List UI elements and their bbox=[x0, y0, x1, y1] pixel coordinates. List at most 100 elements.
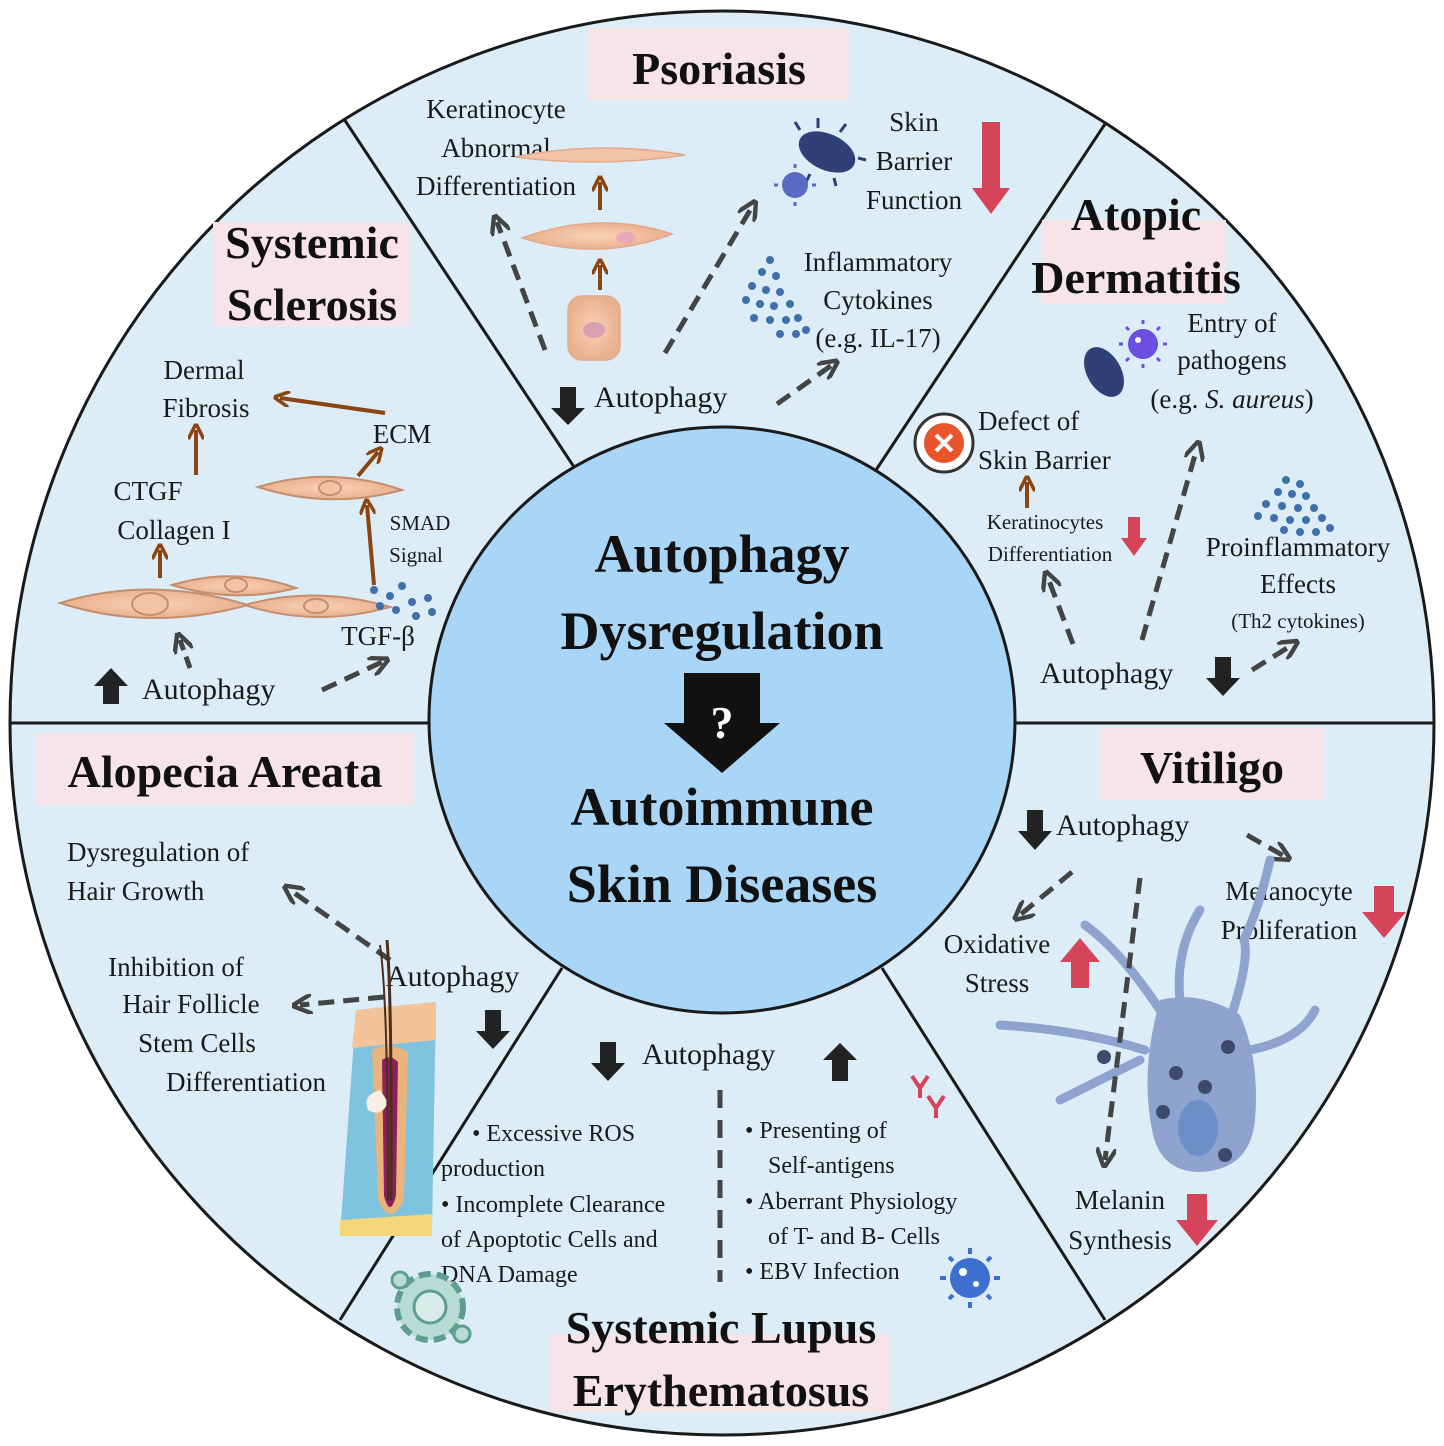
center-panel: Autophagy Dysregulation ? Autoimmune Ski… bbox=[427, 425, 1017, 1015]
alopecia-inhibition-line4: Differentiation bbox=[166, 1067, 326, 1097]
black-up-arrow-sle-icon bbox=[823, 1043, 857, 1081]
atopic-autophagy: Autophagy bbox=[1040, 657, 1173, 690]
ssc-tgf: TGF-β bbox=[341, 621, 415, 651]
center-title-line3: Autoimmune bbox=[570, 777, 873, 837]
atopic-keratinocytes-line2: Differentiation bbox=[988, 542, 1113, 566]
divider-lower-left bbox=[338, 967, 564, 1321]
center-title-line1: Autophagy bbox=[594, 524, 849, 584]
bacteria-spikes-icon bbox=[793, 118, 867, 187]
spindle-cell-icon bbox=[519, 222, 675, 250]
center-question-mark: ? bbox=[711, 697, 734, 748]
psoriasis-barrier-line2: Barrier bbox=[876, 146, 952, 176]
alopecia-title: Alopecia Areata bbox=[68, 746, 383, 797]
psoriasis-cytokines-line3: (e.g. IL-17) bbox=[815, 323, 940, 353]
bacteria-icon bbox=[798, 131, 856, 173]
ssc-title-line1: Systemic bbox=[225, 217, 399, 268]
alopecia-dysregulation-line1: Dysregulation of bbox=[67, 837, 249, 867]
sle-left-item-4: of Apoptotic Cells and bbox=[441, 1227, 658, 1253]
psoriasis-title: Psoriasis bbox=[632, 43, 806, 94]
ssc-title-box bbox=[213, 222, 410, 326]
dashed-arrow-keratinocytes-ad bbox=[1048, 578, 1076, 645]
divider-upper-right bbox=[874, 123, 1107, 471]
melanosome-dots-icon bbox=[1097, 1040, 1235, 1162]
sle-right-item-4: of T- and B- Cells bbox=[768, 1224, 940, 1250]
sle-right-item-1: • Presenting of bbox=[745, 1118, 887, 1144]
psoriasis-barrier-line3: Function bbox=[866, 185, 963, 215]
black-down-arrow-sle-icon bbox=[591, 1042, 625, 1081]
vitiligo-title: Vitiligo bbox=[1140, 742, 1284, 793]
sle-left-item-2: production bbox=[441, 1156, 545, 1182]
red-down-arrow-icon bbox=[972, 122, 1010, 214]
alopecia-dysregulation-line2: Hair Growth bbox=[67, 876, 205, 906]
vitiligo-melanin-line2: Synthesis bbox=[1068, 1225, 1172, 1255]
fibroblast-top-nucleus-icon bbox=[318, 480, 342, 496]
red-up-arrow-vitiligo-icon bbox=[1060, 938, 1100, 988]
sle-sector: Autophagy • Excessive ROS production • I… bbox=[390, 1038, 1000, 1416]
sle-right-item-3: • Aberrant Physiology bbox=[745, 1189, 957, 1215]
atopic-title-line1: Atopic bbox=[1071, 189, 1201, 240]
alopecia-title-box bbox=[36, 733, 414, 805]
dashed-arrow-fibroblasts bbox=[180, 640, 190, 669]
apoptotic-cell-icon bbox=[390, 1270, 472, 1344]
dashed-arrow-tgf bbox=[320, 662, 382, 693]
dashed-arrow-oxidative bbox=[1020, 870, 1074, 915]
dashed-arrow-keratinocyte bbox=[497, 222, 548, 351]
divider-upper-left bbox=[342, 118, 578, 471]
melanocyte-icon bbox=[995, 855, 1320, 1105]
ssc-ctgf-line1: CTGF bbox=[113, 476, 182, 506]
black-down-arrow-atopic-icon bbox=[1206, 657, 1240, 696]
center-title-line2: Dysregulation bbox=[560, 601, 883, 661]
atopic-title-box bbox=[1042, 220, 1226, 304]
atopic-entry-line1: Entry of bbox=[1187, 308, 1276, 338]
virus-small-spikes-icon bbox=[774, 164, 816, 206]
sle-left-item-1: • Excessive ROS bbox=[472, 1121, 635, 1147]
psoriasis-keratinocyte-line3: Differentiation bbox=[416, 171, 576, 201]
fibroblast-cluster-icon bbox=[56, 575, 394, 619]
ssc-dermal-line2: Fibrosis bbox=[162, 393, 249, 423]
atopic-entry-line2: pathogens bbox=[1177, 345, 1286, 375]
sle-title-box bbox=[550, 1334, 890, 1412]
red-down-arrow-atopic-icon bbox=[1121, 517, 1147, 556]
brown-arrow-ecm-to-fibrosis bbox=[280, 398, 386, 415]
alopecia-inhibition-line3: Stem Cells bbox=[138, 1028, 256, 1058]
virus-purple-dot-icon bbox=[1135, 337, 1141, 343]
vitiligo-autophagy: Autophagy bbox=[1056, 809, 1189, 842]
sle-autophagy: Autophagy bbox=[642, 1038, 775, 1071]
atopic-proinflammatory-line1: Proinflammatory bbox=[1206, 532, 1391, 562]
atopic-defect-line1: Defect of bbox=[978, 406, 1079, 436]
ssc-dermal-line1: Dermal bbox=[164, 355, 245, 385]
th2-cytokine-dots-icon bbox=[1254, 476, 1334, 536]
divider-lower-right bbox=[880, 967, 1107, 1321]
hair-follicle-icon bbox=[340, 939, 436, 1236]
dashed-arrow-barrier bbox=[662, 207, 752, 355]
psoriasis-cytokines-line1: Inflammatory bbox=[804, 247, 953, 277]
virus-purple-icon bbox=[1128, 329, 1158, 359]
alopecia-inhibition-line1: Inhibition of bbox=[108, 952, 244, 982]
atopic-title-line2: Dermatitis bbox=[1031, 252, 1240, 303]
tgf-dots-icon bbox=[370, 582, 436, 620]
psoriasis-title-box bbox=[588, 28, 850, 100]
vitiligo-melanin-line1: Melanin bbox=[1075, 1185, 1165, 1215]
cytokine-dots-icon bbox=[742, 256, 810, 338]
ssc-autophagy: Autophagy bbox=[142, 673, 275, 706]
psoriasis-sector: Psoriasis Keratinocyte Abnormal Differen… bbox=[416, 28, 1010, 425]
atopic-th2: (Th2 cytokines) bbox=[1231, 609, 1365, 633]
black-up-arrow-ssc-icon bbox=[94, 668, 128, 704]
dashed-arrow-stem-cells bbox=[300, 997, 385, 1005]
ssc-ecm: ECM bbox=[373, 419, 432, 449]
ebv-virus-icon bbox=[940, 1248, 1000, 1308]
dashed-arrow-proinflammatory-ad bbox=[1250, 645, 1292, 673]
barrier-defect-cross-icon bbox=[934, 433, 954, 453]
sle-title-line2: Erythematosus bbox=[573, 1365, 869, 1416]
dashed-arrow-entry-ad bbox=[1139, 448, 1197, 641]
black-down-arrow-icon bbox=[551, 387, 585, 425]
alopecia-inhibition-line2: Hair Follicle bbox=[122, 989, 259, 1019]
atopic-keratinocytes-line1: Keratinocytes bbox=[987, 510, 1104, 534]
sle-right-item-5: • EBV Infection bbox=[745, 1259, 900, 1285]
atopic-dermatitis-sector: Atopic Dermatitis Entry of pathogens (e.… bbox=[913, 189, 1391, 696]
vitiligo-melanocyte-line1: Melanocyte bbox=[1225, 876, 1352, 906]
vitiligo-oxidative-line2: Stress bbox=[965, 968, 1030, 998]
dashed-arrow-melanocyte bbox=[1245, 832, 1284, 856]
systemic-sclerosis-sector: Systemic Sclerosis Dermal Fibrosis ECM C… bbox=[56, 217, 450, 706]
